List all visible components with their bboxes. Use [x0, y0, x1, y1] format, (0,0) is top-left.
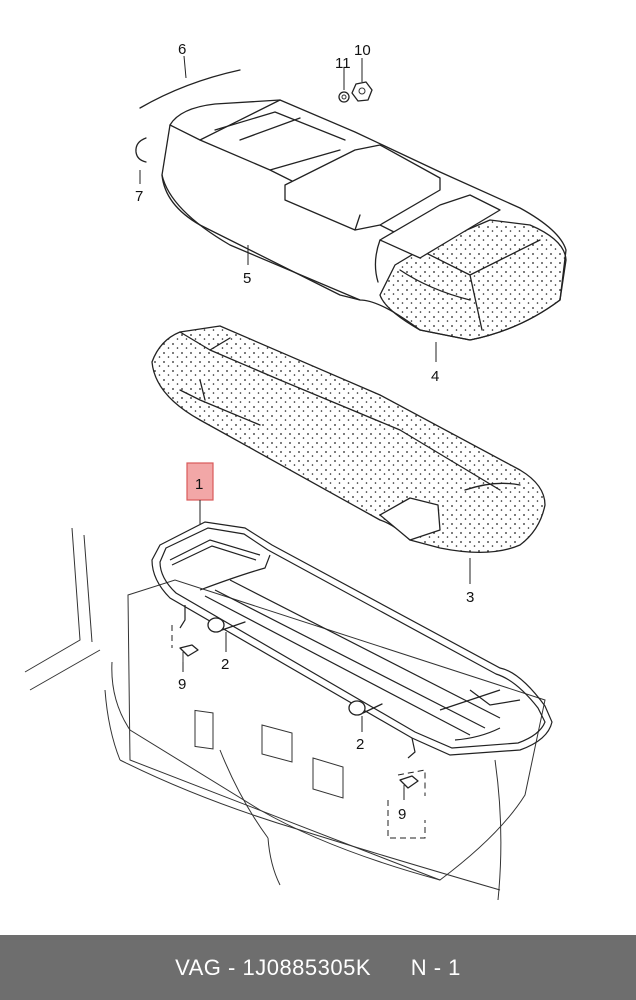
- callout-2-upper: 2: [221, 656, 229, 673]
- vehicle-body-outline: [24, 527, 546, 901]
- part-1-wire-frame: [151, 521, 553, 759]
- footer-part-number: 1J0885305K: [242, 954, 372, 980]
- callout-6: 6: [178, 41, 186, 58]
- footer-bar: VAG - 1J0885305K N - 1: [0, 935, 636, 1000]
- callout-2-lower: 2: [356, 736, 364, 753]
- callout-1: 1: [195, 476, 203, 493]
- footer-brand: VAG: [175, 954, 222, 980]
- footer-position: N - 1: [410, 954, 461, 980]
- callout-9-lower: 9: [398, 806, 406, 823]
- part-4-cushion: [374, 194, 567, 362]
- footer-gap: [371, 955, 411, 981]
- callout-4: 4: [431, 368, 439, 385]
- part-7-clip: [135, 137, 147, 184]
- part-6-wire: [139, 55, 241, 109]
- part-2-fasteners: [207, 617, 383, 732]
- callout-3: 3: [466, 589, 474, 606]
- part-9-clips: [171, 625, 426, 839]
- parts-diagram: 6 10 11 7 5 4 1 3 2 9 2 9: [24, 41, 567, 901]
- callout-7: 7: [135, 188, 143, 205]
- callout-10: 10: [354, 42, 371, 59]
- callout-9-upper: 9: [178, 676, 186, 693]
- callout-11: 11: [335, 55, 351, 72]
- callout-5: 5: [243, 270, 251, 287]
- callout-labels: 6 10 11 7 5 4 1 3 2 9 2 9: [135, 41, 474, 823]
- highlight-box: [186, 462, 214, 501]
- footer-separator: -: [221, 954, 243, 980]
- part-10-11-fasteners: [338, 58, 373, 103]
- part-3-pad: [151, 325, 546, 584]
